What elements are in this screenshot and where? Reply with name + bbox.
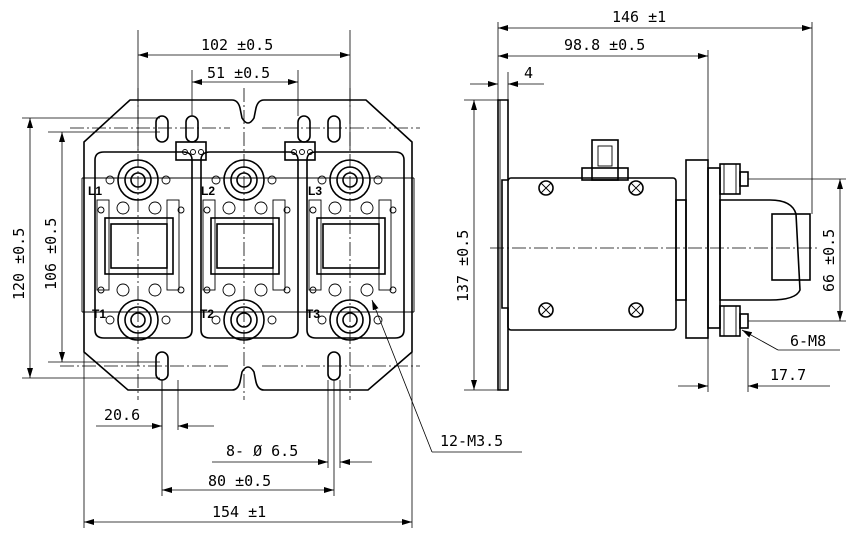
- terminal-label-t3: T3: [306, 307, 320, 321]
- dim-137: 137 ±0.5: [454, 230, 472, 302]
- dim-106: 106 ±0.5: [42, 218, 60, 290]
- dim-146: 146 ±1: [612, 8, 666, 26]
- studs: [719, 163, 749, 337]
- terminal-label-t1: T1: [92, 307, 106, 321]
- pole-3: [308, 159, 397, 341]
- terminal-label-l2: L2: [201, 184, 215, 198]
- dim-6-m8: 6-M8: [790, 332, 826, 350]
- dim-17-7: 17.7: [770, 366, 806, 384]
- dim-20-6: 20.6: [104, 406, 140, 424]
- pole-1: [96, 159, 185, 341]
- terminal-label-t2: T2: [200, 307, 214, 321]
- side-dimensions: 146 ±1 98.8 ±0.5 4 137 ±0.5 66 ±0.5 6-M8…: [454, 8, 846, 392]
- terminal-label-l1: L1: [88, 184, 102, 198]
- body-screws: [538, 180, 644, 318]
- front-view: L1 L2 L3 T1 T2 T3: [60, 88, 420, 400]
- dim-120: 120 ±0.5: [10, 228, 28, 300]
- dim-66: 66 ±0.5: [820, 229, 838, 292]
- front-dimensions: 102 ±0.5 51 ±0.5 120 ±0.5 106 ±0.5 20.6 …: [10, 30, 522, 528]
- dim-154: 154 ±1: [212, 503, 266, 521]
- dim-102: 102 ±0.5: [201, 36, 273, 54]
- dim-80: 80 ±0.5: [208, 472, 271, 490]
- dim-4: 4: [524, 64, 533, 82]
- dim-98-8: 98.8 ±0.5: [564, 36, 645, 54]
- mounting-plate: [83, 99, 413, 391]
- aux-connectors: [175, 141, 316, 161]
- dim-holes: 8- Ø 6.5: [226, 442, 298, 460]
- pole-2: [202, 159, 291, 341]
- terminal-label-l3: L3: [308, 184, 322, 198]
- side-view: [490, 99, 820, 391]
- dim-51: 51 ±0.5: [207, 64, 270, 82]
- dim-12-m3-5: 12-M3.5: [440, 432, 503, 450]
